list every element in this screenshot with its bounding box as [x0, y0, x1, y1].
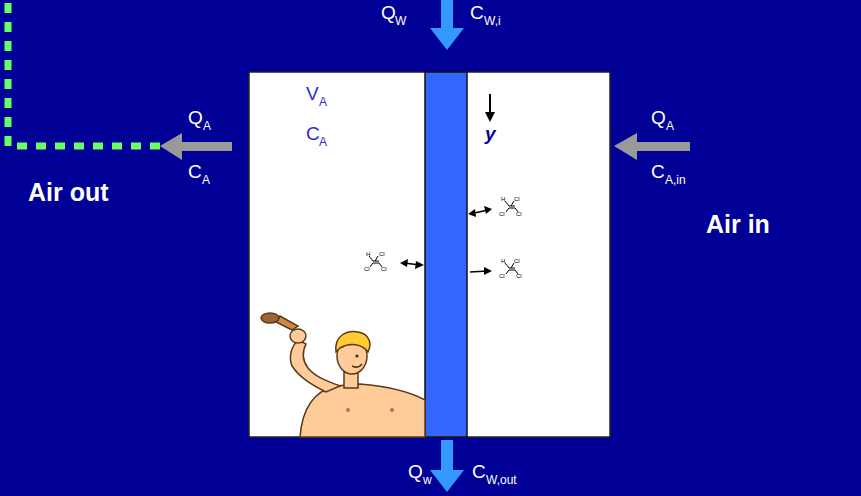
flow-symbol: C [651, 162, 665, 181]
atom-symbol: Cl [514, 258, 520, 264]
subscript: W [395, 15, 406, 27]
flow-symbol: C [470, 3, 484, 22]
y-axis-arrow [485, 94, 495, 122]
flow-symbol: C [472, 462, 486, 481]
subscript: w [423, 474, 432, 486]
air-label: Air in [706, 212, 770, 237]
atom-symbol: Cl [499, 211, 505, 217]
flow-symbol: C [188, 162, 202, 181]
air-flow-arrow [160, 133, 690, 160]
atom-symbol: Cl [516, 211, 522, 217]
subscript: A [319, 136, 327, 148]
volume-symbol: V [306, 84, 319, 103]
subscript: A [203, 120, 211, 132]
atom-symbol: H [501, 258, 505, 264]
air-label: Air out [28, 180, 109, 205]
atom-symbol: Cl [516, 273, 522, 279]
atom-symbol: Cl [514, 196, 520, 202]
atom-symbol: H [501, 196, 505, 202]
tce-molecule [369, 201, 518, 274]
showering-man [261, 313, 425, 437]
atom-symbol: Cl [364, 266, 370, 272]
flow-symbol: Q [381, 3, 396, 22]
flow-symbol: Q [651, 108, 666, 127]
atom-symbol: Cl [499, 273, 505, 279]
water-flow-arrow [430, 0, 464, 492]
atom-symbol: H [366, 251, 370, 257]
axis-label: y [485, 124, 496, 143]
subscript: A [202, 174, 210, 186]
atom-symbol: Cl [381, 266, 387, 272]
water-stream [425, 72, 467, 437]
subscript: A,in [665, 174, 686, 186]
subscript: W,out [486, 474, 517, 486]
atom-symbol: Cl [379, 251, 385, 257]
flow-symbol: Q [408, 462, 423, 481]
flow-symbol: Q [188, 108, 203, 127]
subscript: W,i [484, 15, 501, 27]
concentration-symbol: C [306, 124, 320, 143]
shower-room [249, 72, 610, 437]
subscript: A [319, 96, 327, 108]
subscript: A [666, 120, 674, 132]
transfer-arrow [400, 206, 492, 275]
exhaust-line [8, 0, 160, 146]
